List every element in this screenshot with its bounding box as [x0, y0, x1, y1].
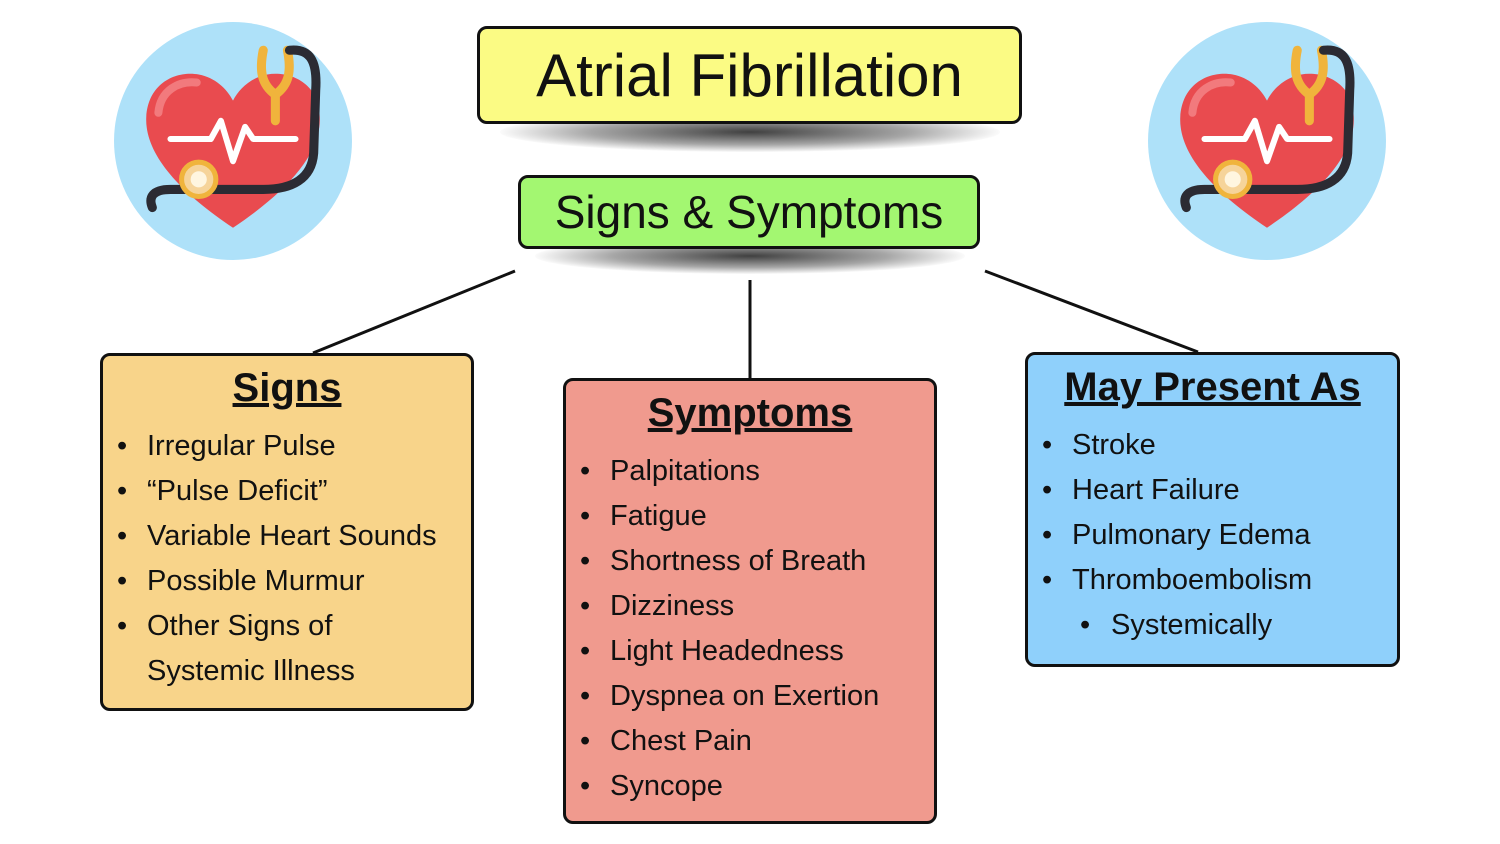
list-item: Heart Failure	[1028, 468, 1397, 513]
sub-list-item: Systemically	[1028, 603, 1397, 648]
list-item: Possible Murmur	[103, 559, 471, 604]
list-item: Syncope	[566, 764, 934, 809]
list-item: Fatigue	[566, 494, 934, 539]
page-title: Atrial Fibrillation	[536, 41, 963, 109]
may-present-as-heading: May Present As	[1064, 365, 1361, 409]
may-present-as-box: May Present As Stroke Heart Failure Pulm…	[1025, 352, 1400, 667]
subtitle: Signs & Symptoms	[554, 186, 944, 238]
list-item: Shortness of Breath	[566, 539, 934, 584]
signs-list: Irregular Pulse “Pulse Deficit” Variable…	[103, 424, 471, 694]
connector-to-signs	[312, 269, 516, 355]
list-item: Light Headedness	[566, 629, 934, 674]
list-item: “Pulse Deficit”	[103, 469, 471, 514]
list-item: Palpitations	[566, 449, 934, 494]
heart-stethoscope-icon	[114, 22, 352, 260]
symptoms-heading: Symptoms	[647, 391, 853, 435]
list-item: Dizziness	[566, 584, 934, 629]
list-item-line: Other Signs of	[147, 610, 333, 642]
symptoms-list: Palpitations Fatigue Shortness of Breath…	[566, 449, 934, 809]
connector-to-may-present	[984, 269, 1199, 354]
list-item: Irregular Pulse	[103, 424, 471, 469]
symptoms-box: Symptoms Palpitations Fatigue Shortness …	[563, 378, 937, 824]
title-box: Atrial Fibrillation	[477, 26, 1022, 124]
list-item-line: Systemic Illness	[147, 655, 355, 687]
list-item: Variable Heart Sounds	[103, 514, 471, 559]
heart-stethoscope-icon	[1148, 22, 1386, 260]
list-item: Thromboembolism	[1028, 558, 1397, 603]
list-item: Stroke	[1028, 423, 1397, 468]
list-item: Pulmonary Edema	[1028, 513, 1397, 558]
subtitle-box: Signs & Symptoms	[518, 175, 980, 249]
list-item: Dyspnea on Exertion	[566, 674, 934, 719]
list-item: Chest Pain	[566, 719, 934, 764]
list-item: Other Signs of Systemic Illness	[103, 604, 471, 694]
signs-box: Signs Irregular Pulse “Pulse Deficit” Va…	[100, 353, 474, 711]
signs-heading: Signs	[232, 366, 342, 410]
may-present-as-list: Stroke Heart Failure Pulmonary Edema Thr…	[1028, 423, 1397, 648]
